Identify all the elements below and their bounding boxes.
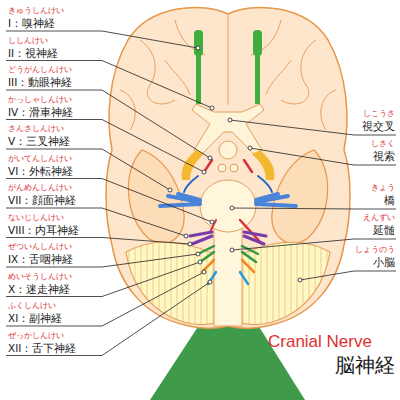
- leader-dot: [248, 146, 252, 150]
- leader-line: [6, 272, 204, 326]
- structure-name: 延髄: [373, 225, 395, 237]
- nerve-reading: ししんけい: [8, 37, 48, 46]
- nerve-name: V：三叉神経: [8, 136, 70, 148]
- leader-dot: [230, 248, 234, 252]
- nerve-reading: がんめんしんけい: [8, 184, 72, 193]
- leader-line: [6, 208, 186, 236]
- nerve-reading: がいてんしんけい: [8, 155, 72, 164]
- nerve-roots: [160, 160, 296, 284]
- leader-dot: [210, 106, 214, 110]
- leader-line: [6, 179, 212, 223]
- leader-dot: [196, 252, 200, 256]
- pons: [200, 180, 256, 232]
- leader-dot: [210, 220, 214, 224]
- structure-reading: しさく: [371, 140, 395, 149]
- structure-reading: えんずい: [363, 214, 395, 223]
- leader-line: [6, 61, 212, 109]
- optic-tract: [182, 150, 204, 180]
- nerve-reading: きゅうしんけい: [8, 7, 64, 16]
- structure-name: 視索: [373, 151, 395, 163]
- nerve-reading: ふくしんけい: [8, 302, 56, 311]
- medulla: [214, 226, 242, 326]
- nerve-reading: かっしゃしんけい: [8, 96, 72, 105]
- leader-dot: [202, 170, 206, 174]
- leader-line: [300, 271, 396, 280]
- nerve-reading: ぜついんしんけい: [8, 243, 72, 252]
- nerve-reading: めいそうしんけい: [8, 273, 72, 282]
- leader-line: [6, 254, 198, 267]
- olfactory-tract: [194, 30, 262, 104]
- leader-dot: [208, 280, 212, 284]
- nerve-name: IX：舌咽神経: [8, 254, 73, 266]
- leader-line: [6, 120, 204, 173]
- nerve-name: XII：舌下神経: [8, 343, 76, 355]
- leader-line: [6, 282, 210, 356]
- leader-dot: [184, 234, 188, 238]
- leader-line: [250, 148, 396, 165]
- leader-dot: [202, 270, 206, 274]
- nerve-name: X：迷走神経: [8, 284, 70, 296]
- leader-dot: [228, 118, 232, 122]
- title-text: 脳神経: [335, 354, 395, 376]
- temporal-lobe: [128, 150, 327, 243]
- structure-name: 視交叉: [362, 121, 395, 133]
- nerve-reading: ぜっかしんけい: [8, 332, 64, 341]
- cerebrum: [106, 7, 350, 328]
- nerve-reading: さんさしんけい: [8, 125, 64, 134]
- title-text: Cranial Nerve: [268, 333, 372, 352]
- nerve-reading: どうがんしんけい: [8, 66, 72, 75]
- hypophysis: [219, 141, 237, 159]
- mammillary-body: [218, 164, 226, 172]
- nerve-name: VIII：内耳神経: [8, 225, 79, 237]
- nerve-name: I：嗅神経: [8, 18, 55, 30]
- leader-dot: [298, 278, 302, 282]
- leader-dot: [198, 260, 202, 264]
- nerve-name: II：視神経: [8, 48, 58, 60]
- nerve-name: VII：顔面神経: [8, 195, 76, 207]
- structure-reading: しょうのう: [355, 246, 395, 255]
- structure-name: 橋: [384, 195, 395, 207]
- nerve-name: XI：副神経: [8, 313, 62, 325]
- nerve-name: IV：滑車神経: [8, 107, 73, 119]
- leader-dot: [188, 242, 192, 246]
- nerve-name: III：動眼神経: [8, 77, 72, 89]
- structure-name: 小脳: [373, 257, 395, 269]
- nerve-reading: ないじしんけい: [8, 214, 64, 223]
- leader-dot: [196, 46, 200, 50]
- structure-reading: しこうさ: [363, 110, 395, 119]
- leader-line: [230, 120, 396, 135]
- structure-reading: きょう: [371, 184, 395, 193]
- leader-dot: [208, 156, 212, 160]
- leader-line: [6, 31, 198, 48]
- leader-dot: [168, 188, 172, 192]
- nerve-name: VI：外転神経: [8, 166, 73, 178]
- leader-line: [6, 90, 210, 158]
- leader-dot: [230, 206, 234, 210]
- leader-line: [6, 262, 200, 297]
- optic-tract: [252, 150, 274, 180]
- mammillary-body: [230, 164, 238, 172]
- leader-line: [232, 208, 396, 209]
